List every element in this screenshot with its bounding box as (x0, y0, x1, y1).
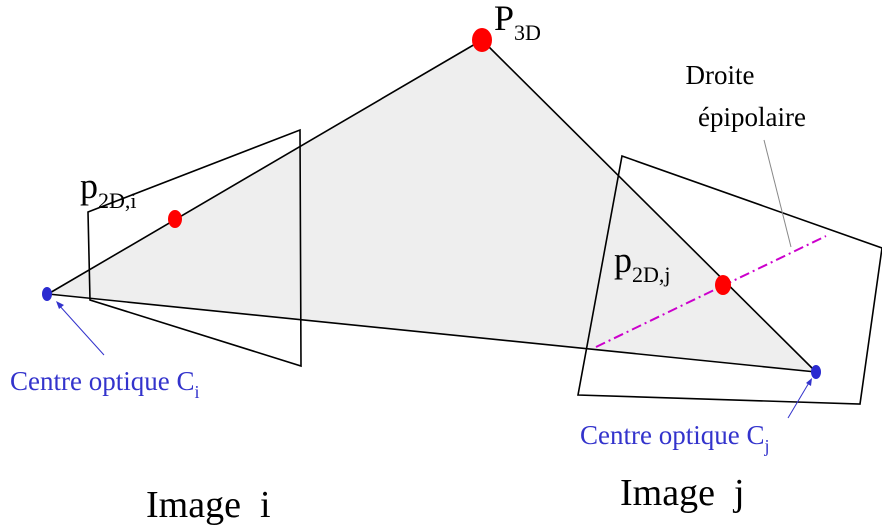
label-image-j: Image j (620, 472, 745, 514)
label-droite: Droite (686, 60, 755, 90)
label-p2d-j: p2D,j (614, 240, 671, 287)
ray-ci-to-p3d (47, 39, 483, 295)
centre-i-pointer-arrowhead (56, 301, 64, 309)
label-p3d: P3D (494, 0, 541, 45)
point-p2d-i (168, 210, 182, 228)
baseline-ci-to-cj (47, 293, 817, 373)
label-epipolaire: épipolaire (698, 102, 806, 132)
optical-center-j (811, 365, 821, 379)
point-p2d-j (715, 275, 731, 295)
epipolar-line (595, 235, 827, 348)
centre-j-pointer (787, 380, 811, 419)
optical-center-i (42, 287, 52, 301)
label-centre-optique-j: Centre optique Cj (580, 420, 769, 456)
point-p3d (472, 28, 492, 52)
centre-j-pointer-arrowhead (806, 378, 812, 386)
label-centre-optique-i: Centre optique Ci (10, 366, 199, 402)
epipolar-plane-triangle (48, 40, 816, 372)
label-p2d-i: p2D,i (80, 166, 137, 213)
image-plane-j (577, 154, 882, 405)
epipolar-label-pointer (763, 139, 792, 248)
ray-p3d-to-cj (481, 39, 817, 373)
centre-i-pointer (57, 303, 105, 356)
label-image-i: Image i (146, 484, 271, 526)
